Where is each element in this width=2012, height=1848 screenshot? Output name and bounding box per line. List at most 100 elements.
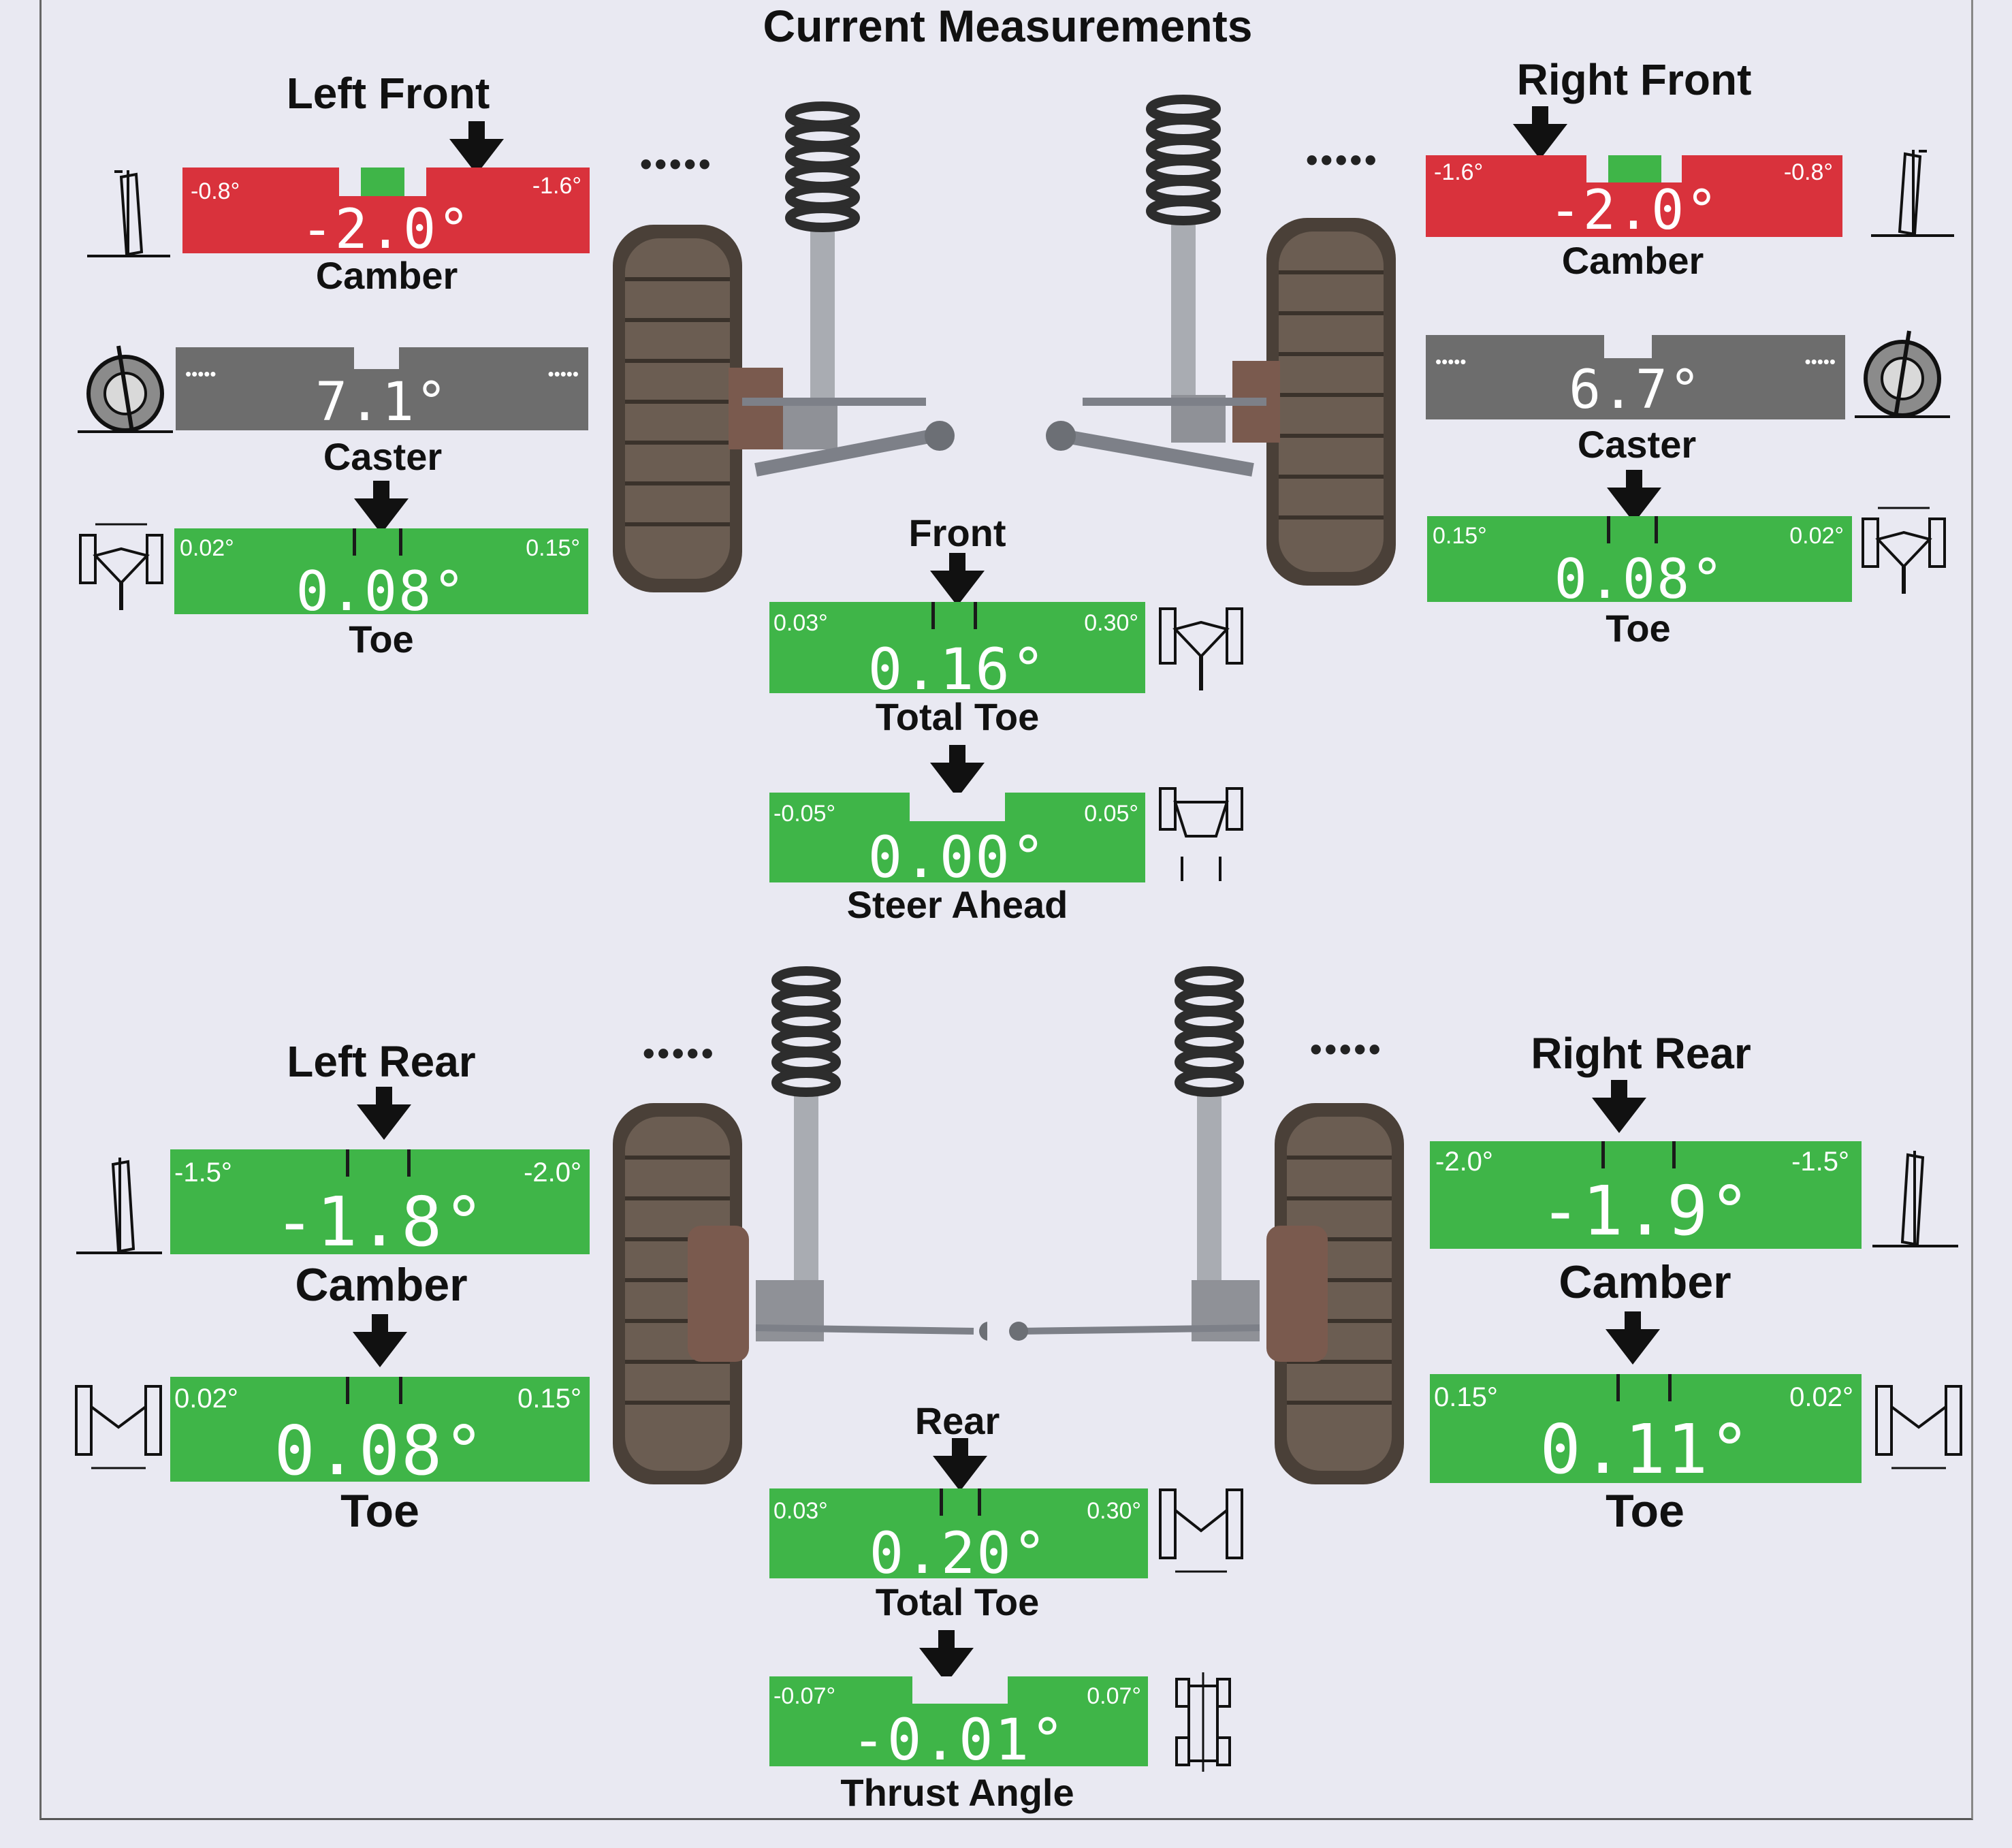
- camber-min-ref: -1.5°: [174, 1158, 232, 1188]
- page-title: Current Measurements: [763, 1, 1253, 51]
- front-total-toe-caption: Total Toe: [875, 695, 1040, 738]
- toe-icon: [1875, 1385, 1962, 1469]
- rear-label: Rear: [914, 1399, 1000, 1442]
- caster-dots: •••••: [547, 364, 579, 384]
- left-front-caster-caption: Caster: [323, 435, 443, 478]
- connector-dots: •••••: [643, 1034, 716, 1072]
- total-toe-icon: [1159, 607, 1243, 690]
- report-frame: [39, 0, 1973, 1820]
- total-toe-min-ref: 0.03°: [773, 1498, 828, 1524]
- right-front-camber-gauge: -1.6° -0.8° -2.0°: [1426, 155, 1842, 242]
- camber-min-ref: -1.6°: [1434, 159, 1484, 185]
- toe-icon: [75, 1385, 162, 1469]
- thrust-angle-value: -0.01°: [851, 1706, 1066, 1773]
- left-rear-camber-gauge: -1.5° -2.0° -1.8°: [170, 1149, 590, 1262]
- right-rear-camber-caption: Camber: [1559, 1256, 1731, 1308]
- rear-total-toe-caption: Total Toe: [875, 1580, 1040, 1623]
- left-front-toe-gauge: 0.02° 0.15° 0.08°: [174, 528, 588, 623]
- toe-max-ref: 0.02°: [1789, 1382, 1853, 1412]
- steer-ahead-caption: Steer Ahead: [846, 883, 1068, 926]
- connector-dots: •••••: [640, 145, 714, 183]
- right-front-camber-caption: Camber: [1561, 239, 1704, 282]
- left-rear-toe-caption: Toe: [340, 1485, 419, 1537]
- left-front-camber-caption: Camber: [315, 254, 458, 297]
- toe-min-ref: 0.02°: [180, 535, 234, 561]
- camber-icon: [87, 170, 170, 257]
- steer-ahead-gauge: -0.05° 0.05° 0.00°: [769, 793, 1145, 891]
- left-front-camber-value: -2.0°: [300, 197, 472, 261]
- toe-icon: [1862, 507, 1946, 594]
- toe-min-ref: 0.02°: [174, 1384, 238, 1414]
- total-toe-max-ref: 0.30°: [1087, 1498, 1141, 1524]
- total-toe-icon: [1159, 1488, 1243, 1573]
- toe-icon: [79, 523, 163, 610]
- front-wheel-assembly: [613, 101, 955, 592]
- left-front-toe-caption: Toe: [349, 618, 414, 660]
- left-rear-camber-value: -1.8°: [274, 1182, 486, 1262]
- left-rear-toe-value: 0.08°: [274, 1411, 486, 1491]
- thrust-angle-icon: [1175, 1672, 1231, 1772]
- thrust-angle-min-ref: -0.07°: [773, 1683, 836, 1709]
- right-front-toe-caption: Toe: [1606, 607, 1671, 650]
- left-front-camber-gauge: -0.8° -1.6° -2.0°: [182, 168, 590, 261]
- steer-ahead-max-ref: 0.05°: [1084, 801, 1138, 827]
- rear-wheel-assembly: [1009, 966, 1404, 1484]
- thrust-angle-gauge: -0.07° 0.07° -0.01°: [769, 1676, 1148, 1773]
- right-rear-camber-gauge: -2.0° -1.5° -1.9°: [1430, 1141, 1862, 1251]
- front-total-toe-value: 0.16°: [867, 636, 1047, 703]
- rear-total-toe-gauge: 0.03° 0.30° 0.20°: [769, 1488, 1148, 1587]
- left-rear-camber-caption: Camber: [295, 1259, 468, 1311]
- caster-dots: •••••: [1435, 351, 1467, 372]
- right-front-toe-value: 0.08°: [1554, 547, 1725, 611]
- toe-min-ref: 0.15°: [1433, 523, 1487, 549]
- front-label: Front: [908, 511, 1006, 554]
- toe-max-ref: 0.15°: [517, 1384, 581, 1414]
- camber-max-ref: -0.8°: [1783, 159, 1833, 185]
- connector-dots: •••••: [1310, 1030, 1384, 1068]
- left-rear-toe-gauge: 0.02° 0.15° 0.08°: [170, 1377, 590, 1491]
- front-wheel-assembly: [1046, 95, 1396, 586]
- caster-icon: [1855, 330, 1950, 418]
- camber-icon: [1872, 1151, 1958, 1247]
- front-total-toe-gauge: 0.03° 0.30° 0.16°: [769, 602, 1145, 703]
- right-rear-toe-value: 0.11°: [1539, 1409, 1752, 1489]
- camber-icon: [76, 1158, 162, 1254]
- camber-max-ref: -2.0°: [524, 1158, 581, 1188]
- rear-total-toe-value: 0.20°: [869, 1520, 1049, 1587]
- caster-dots: •••••: [185, 364, 217, 384]
- right-front-camber-value: -2.0°: [1548, 178, 1720, 242]
- right-rear-camber-value: -1.9°: [1539, 1171, 1752, 1251]
- thrust-angle-max-ref: 0.07°: [1087, 1683, 1141, 1709]
- camber-max-ref: -1.6°: [532, 173, 581, 199]
- left-front-label: Left Front: [286, 69, 490, 118]
- right-front-caster-value: 6.7°: [1569, 360, 1702, 421]
- right-front-caster-gauge: ••••• ••••• 6.7°: [1426, 335, 1845, 421]
- thrust-angle-caption: Thrust Angle: [840, 1771, 1074, 1814]
- left-rear-label: Left Rear: [287, 1037, 476, 1086]
- connector-dots: •••••: [1306, 141, 1379, 179]
- right-front-label: Right Front: [1516, 55, 1752, 104]
- total-toe-min-ref: 0.03°: [773, 610, 828, 636]
- left-front-toe-value: 0.08°: [296, 560, 467, 623]
- toe-min-ref: 0.15°: [1434, 1382, 1498, 1412]
- toe-max-ref: 0.15°: [526, 535, 580, 561]
- left-front-caster-gauge: ••••• ••••• 7.1°: [176, 347, 588, 433]
- toe-max-ref: 0.02°: [1789, 523, 1844, 549]
- steer-ahead-value: 0.00°: [867, 824, 1047, 891]
- steer-ahead-min-ref: -0.05°: [773, 801, 836, 827]
- right-front-caster-caption: Caster: [1577, 423, 1697, 466]
- caster-dots: •••••: [1804, 351, 1836, 372]
- left-front-caster-value: 7.1°: [315, 372, 449, 433]
- right-front-toe-gauge: 0.15° 0.02° 0.08°: [1427, 516, 1852, 611]
- camber-icon: [1871, 150, 1954, 237]
- total-toe-max-ref: 0.30°: [1084, 610, 1138, 636]
- right-rear-label: Right Rear: [1531, 1029, 1751, 1078]
- steer-ahead-icon: [1159, 787, 1243, 881]
- camber-min-ref: -2.0°: [1435, 1147, 1493, 1177]
- right-rear-toe-caption: Toe: [1606, 1485, 1684, 1537]
- camber-min-ref: -0.8°: [191, 178, 240, 204]
- right-rear-toe-gauge: 0.15° 0.02° 0.11°: [1430, 1374, 1862, 1489]
- camber-max-ref: -1.5°: [1791, 1147, 1849, 1177]
- rear-wheel-assembly: [613, 966, 987, 1484]
- caster-icon: [78, 345, 173, 433]
